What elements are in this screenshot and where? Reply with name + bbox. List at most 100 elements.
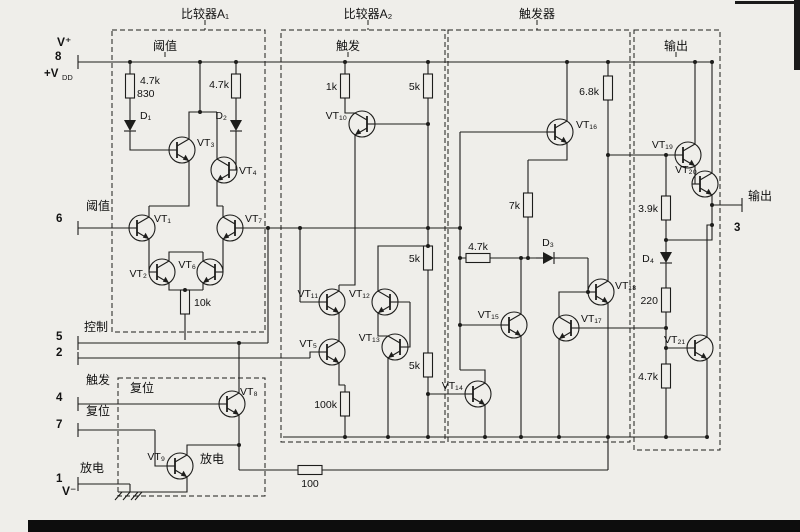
label-r-6.8k: 6.8k [579,86,600,98]
resistor-100 [297,464,323,476]
label-vplus: V⁺ [57,35,71,49]
label-vt14: VT₁₄ [442,380,463,392]
label-pin6: 6 [56,213,62,225]
label-vt7: VT₇ [245,213,262,225]
label-d4: D₄ [642,253,654,265]
labels: 比较器A₁ 比较器A₂ 触发器 阈值 触发 输出 复位 V⁺ 8 +V DD 阈… [44,6,772,498]
label-r-10k: 10k [194,297,212,309]
transistor-vt16 [546,118,574,146]
resistor-3.9k [660,195,672,221]
transistor-vt14 [464,380,492,408]
label-r-5k-c: 5k [409,360,421,372]
label-vt11: VT₁₁ [297,288,318,300]
label-vt1: VT₁ [154,213,171,225]
label-pin5: 5 [56,331,63,343]
label-threshold: 阈值 [86,198,110,213]
label-reset: 复位 [86,403,110,418]
label-r-1k: 1k [326,81,338,93]
label-vdd-sub: DD [62,73,73,82]
label-r-5k-b: 5k [409,253,421,265]
resistor-4.7k-b [230,73,242,99]
resistor-6.8k [602,75,614,101]
label-pin7: 7 [56,419,62,431]
header-comparator-a2: 比较器A₂ [344,6,393,21]
diode-d2 [229,113,243,139]
label-vt13: VT₁₃ [359,332,380,344]
label-control: 控制 [84,320,108,334]
resistor-4.7k-c [465,252,491,264]
transistor-vt1 [128,214,156,242]
label-output: 输出 [748,188,772,203]
label-r-4.7k-b: 4.7k [209,79,230,91]
title-output: 输出 [664,38,688,53]
label-pin3: 3 [734,222,740,234]
transistor-vt21 [686,334,714,362]
transistor-vt13 [381,333,409,361]
label-vt8: VT₈ [240,386,258,398]
transistor-vt2 [148,258,176,286]
label-vt18: VT₁₈ [615,280,636,292]
label-vt9: VT₉ [147,451,165,463]
diode-d3 [535,251,561,265]
label-r-830: 830 [137,88,155,100]
wires [77,55,743,501]
label-vt17: VT₁₇ [581,313,602,325]
transistor-vt15 [500,311,528,339]
label-d1: D₁ [140,110,152,122]
label-vt19: VT₁₉ [652,139,673,151]
transistor-vt17 [552,314,580,342]
label-r-4.7k-d: 4.7k [638,371,659,383]
label-d2: D₂ [215,110,227,122]
block-output [633,29,721,451]
resistor-5k-c [422,352,434,378]
resistor-7k [522,192,534,218]
resistor-5k-b [422,245,434,271]
label-d3: D₃ [542,237,554,249]
label-r-5k-a: 5k [409,81,421,93]
title-trigger: 触发 [336,38,360,53]
block-comparator-a1 [111,29,266,333]
transistor-vt18 [587,278,615,306]
label-pin4: 4 [56,392,63,404]
diode-d4 [659,245,673,271]
label-r-3.9k: 3.9k [638,203,659,215]
label-r-4.7k-a: 4.7k [140,75,161,87]
label-vt5: VT₅ [299,338,317,350]
label-vt10: VT₁₀ [326,110,347,122]
label-discharge-inner: 放电 [200,451,224,466]
label-discharge: 放电 [80,460,104,475]
label-r-100k: 100k [314,399,338,411]
label-vt20: VT₂₀ [675,164,697,176]
header-comparator-a1: 比较器A₁ [181,6,229,21]
resistor-4.7k-a [124,73,136,99]
label-pin8: 8 [55,51,62,63]
block-outlines [111,20,721,497]
label-vt2: VT₂ [130,268,148,280]
scan-artifacts [28,0,800,532]
block-reset [117,377,266,497]
label-vt15: VT₁₅ [478,309,499,321]
transistor-vt5 [318,338,346,366]
label-r-4.7k-c: 4.7k [468,241,489,253]
resistor-5k-a [422,73,434,99]
label-vt4: VT₄ [239,165,257,177]
label-vminus: V⁻ [62,484,76,498]
transistor-vt11 [318,288,346,316]
transistor-vt12 [371,288,399,316]
label-vdd: +V [44,68,59,80]
label-r-100: 100 [301,478,319,490]
label-pin2: 2 [56,347,62,359]
resistor-220 [660,287,672,313]
label-trigger: 触发 [86,372,110,387]
junction-dots [128,60,714,447]
diode-d1 [123,113,137,139]
title-reset: 复位 [130,380,154,395]
header-flipflop: 触发器 [519,6,555,21]
resistor-10k [179,289,191,315]
resistor-100k [339,391,351,417]
label-vt3: VT₃ [197,137,215,149]
transistor-vt7 [216,214,244,242]
transistor-vt4 [210,156,238,184]
